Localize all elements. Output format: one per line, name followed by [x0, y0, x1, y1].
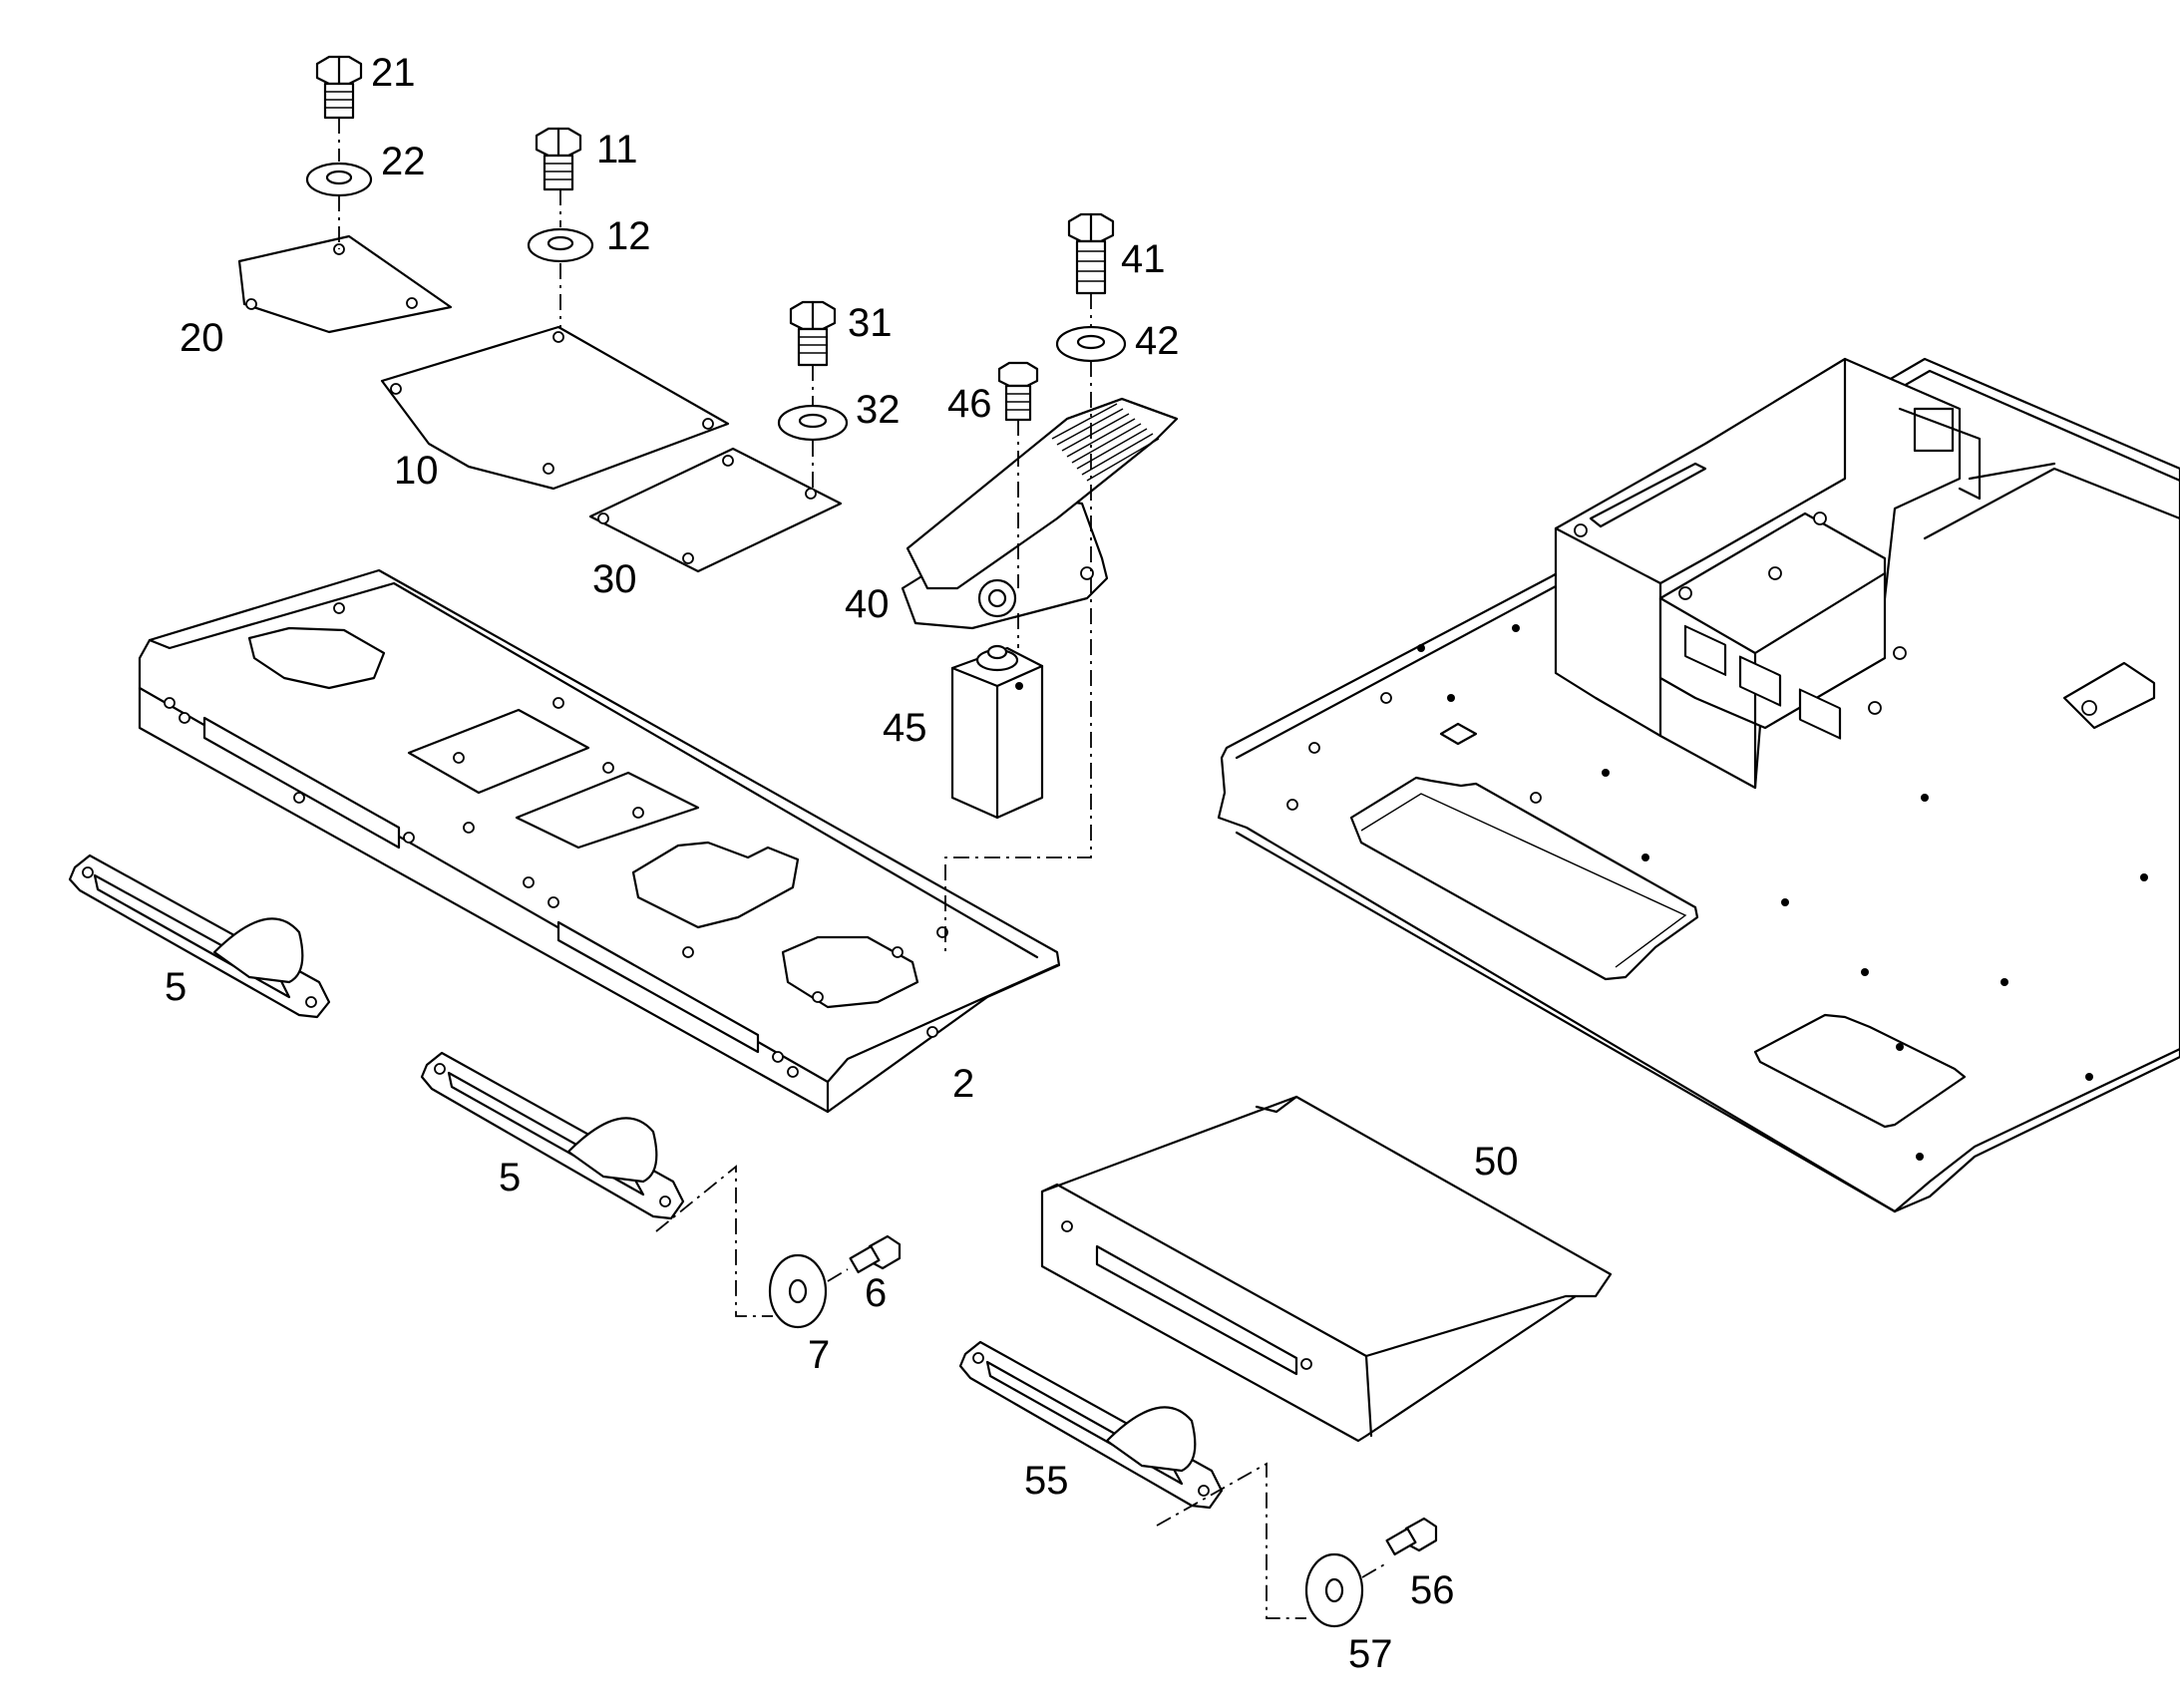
part-label: 5 [165, 965, 186, 1009]
part-label: 10 [394, 449, 439, 493]
part-labels: 21 22 11 12 41 42 31 32 46 20 10 30 40 4… [165, 51, 1519, 1676]
base-frame [138, 568, 1061, 1114]
screw-6 [849, 1234, 902, 1274]
part-label: 32 [856, 388, 901, 432]
washer-57 [1304, 1552, 1364, 1628]
foot-pedal-40 [901, 397, 1179, 630]
part-label: 42 [1135, 319, 1180, 363]
floor-plate-assembly [1217, 357, 2180, 1213]
part-label: 30 [592, 557, 637, 601]
screw-56 [1385, 1517, 1438, 1556]
part-label: 46 [947, 382, 992, 426]
washer-22 [305, 162, 373, 197]
washer-7 [768, 1253, 828, 1329]
leader-lines [338, 118, 1387, 1619]
side-bracket-5-lower [420, 1051, 685, 1220]
part-label: 56 [1410, 1568, 1455, 1612]
part-label: 2 [952, 1062, 974, 1106]
part-label: 45 [883, 706, 927, 750]
part-label: 7 [808, 1333, 830, 1377]
part-label: 21 [371, 51, 416, 95]
washer-32 [777, 404, 849, 442]
part-label: 40 [845, 582, 890, 626]
side-bracket-5-upper [68, 854, 331, 1019]
washer-42 [1055, 325, 1127, 363]
part-label: 50 [1474, 1140, 1519, 1184]
part-label: 5 [499, 1156, 521, 1199]
part-label: 22 [381, 140, 426, 183]
part-label: 57 [1348, 1632, 1393, 1676]
cover-plate-30 [588, 447, 843, 573]
cover-plate-10 [380, 325, 730, 491]
bolt-46 [997, 361, 1039, 422]
part-label: 55 [1024, 1459, 1069, 1503]
washer-12 [527, 227, 594, 263]
bolt-31 [789, 300, 837, 367]
part-label: 20 [180, 316, 224, 360]
bolt-41 [1067, 212, 1115, 295]
part-label: 6 [865, 1271, 887, 1315]
part-label: 12 [606, 214, 651, 258]
side-bracket-55 [958, 1340, 1224, 1510]
part-label: 31 [848, 301, 893, 345]
part-label: 11 [596, 128, 638, 171]
bolt-11 [535, 127, 582, 191]
part-label: 41 [1121, 237, 1166, 281]
cover-plate-20 [237, 234, 453, 334]
valve-45 [950, 644, 1044, 820]
bolt-21 [315, 55, 363, 120]
tray-50 [1040, 1095, 1613, 1443]
